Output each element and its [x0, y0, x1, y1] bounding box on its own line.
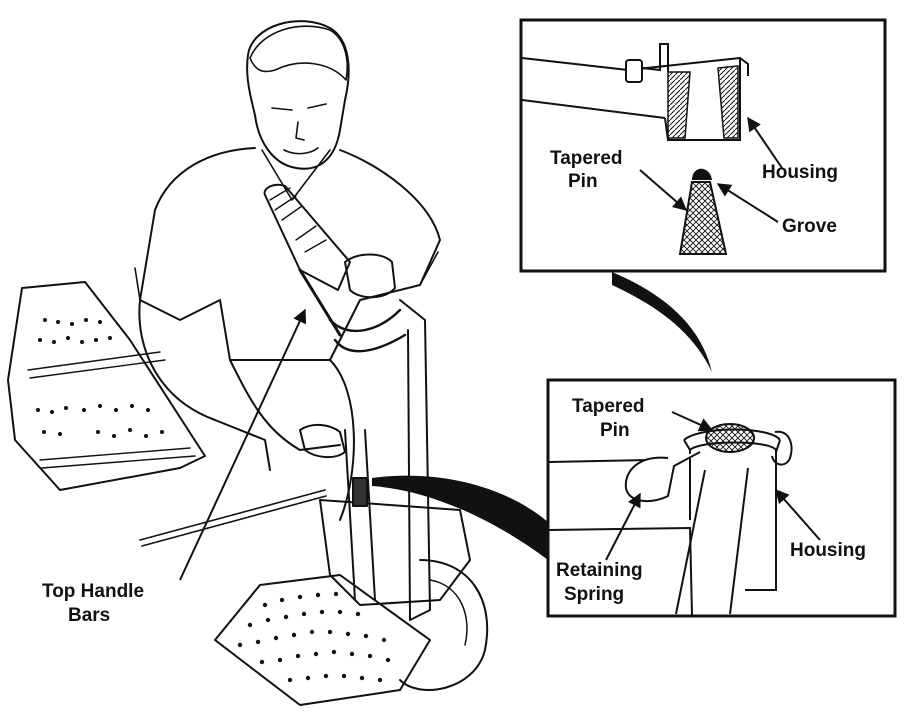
tapered-pin-head: [692, 168, 712, 180]
housing-wall-right: [717, 65, 739, 139]
hair: [249, 25, 348, 81]
inset-bottom-spring-loop: [771, 430, 793, 466]
right-arm: [229, 359, 341, 451]
floor-rod: [139, 489, 327, 547]
mechanic-illustration: [7, 20, 489, 706]
fitting-pin: [352, 477, 368, 507]
inset-top-tapered-pin-label: Tapered: [550, 148, 623, 169]
wheel: [399, 559, 489, 691]
head: [246, 20, 350, 170]
inset-top-tube: [521, 57, 666, 119]
inset-top-housing-label: Housing: [762, 162, 838, 183]
wheel-inner: [429, 579, 468, 646]
housing-wall-left: [667, 71, 691, 139]
inset-bottom-block: [548, 459, 693, 616]
hand-lower: [299, 424, 346, 458]
inset-top-housing-arrow: [747, 116, 783, 169]
torso: [139, 147, 441, 361]
inset-bottom-tapered-pin-label: Tapered: [572, 396, 645, 417]
inset-bottom-retaining-spring-label-2: Spring: [564, 584, 624, 605]
inset-top-spring-wire: [641, 43, 749, 76]
leg: [138, 299, 355, 521]
callout-wedge-top: [612, 272, 712, 372]
handle-bar-frame: [399, 299, 431, 621]
inset-bottom-tapered-pin-label-2: Pin: [600, 420, 630, 441]
shirt-collar: [261, 149, 331, 201]
top-handle-bars-leader: [179, 308, 307, 581]
top-handle-bars-label: Top Handle: [42, 581, 144, 602]
inset-top-housing: [627, 56, 741, 141]
inset-top-grove-arrow: [716, 183, 779, 223]
callout-wedge-bottom: [372, 475, 548, 560]
inset-top: Tapered Pin Housing Grove: [519, 18, 887, 273]
handle-bar-top: [328, 308, 407, 353]
inset-bottom-retaining-spring-label: Retaining: [556, 560, 643, 581]
foot-plate-dots: [237, 591, 391, 683]
hand-upper: [344, 253, 396, 299]
sleeve: [134, 251, 439, 301]
grease-gun: [263, 183, 351, 291]
inset-bottom-retaining-spring-arrow: [605, 492, 641, 561]
floor-mat: [7, 281, 206, 491]
inset-bottom-pin-head: [705, 423, 755, 453]
inset-bottom: Tapered Pin Housing Retaining Spring: [546, 378, 897, 618]
face-details: [271, 103, 327, 155]
inset-top-grove-label: Grove: [782, 216, 837, 237]
floor-mat-lines: [27, 351, 196, 469]
tapered-pin-body: [678, 181, 728, 255]
top-handle-bars-label-2: Bars: [68, 605, 110, 626]
floor-mat-dots: [36, 318, 164, 438]
inset-top-tapered-pin-label-2: Pin: [568, 171, 598, 192]
foot-plate: [214, 574, 431, 706]
inset-bottom-housing-label: Housing: [790, 540, 866, 561]
inset-bottom-housing-arrow: [775, 488, 821, 541]
machine-post: [344, 429, 376, 601]
inset-bottom-tapered-pin-arrow: [671, 411, 714, 432]
inset-bottom-post: [675, 467, 749, 615]
inset-top-tapered-pin-arrow: [639, 169, 688, 211]
inset-bottom-retaining-spring: [624, 451, 701, 503]
machine-body: [319, 499, 471, 606]
inset-bottom-frame: [546, 378, 897, 618]
grease-gun-ribs: [269, 187, 327, 253]
inset-top-spring-clip: [625, 59, 643, 83]
